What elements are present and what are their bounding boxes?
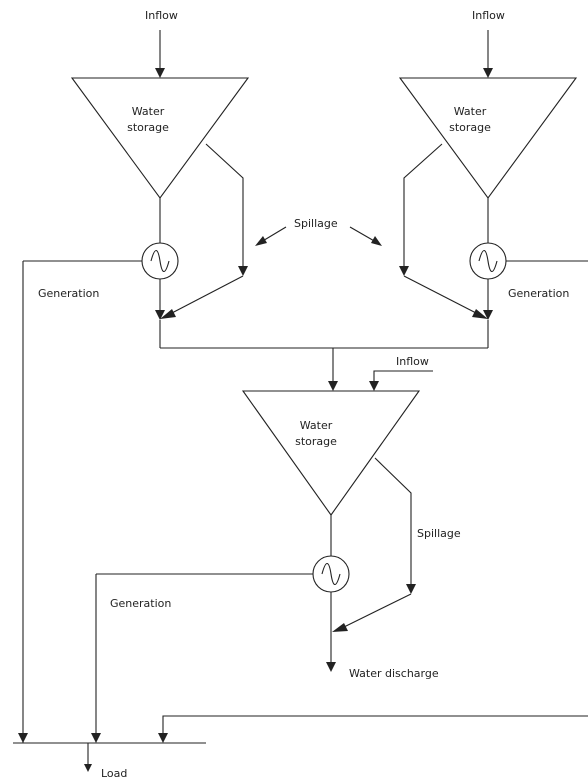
storage-bottom-label: Water storage (284, 418, 348, 450)
inflow-bottom-label: Inflow (396, 355, 429, 368)
water-discharge-arrowhead (326, 662, 336, 672)
inflow-left-arrowhead (155, 68, 165, 78)
merge-to-bottom-arrowhead (328, 381, 338, 391)
inflow-right-label: Inflow (472, 9, 505, 22)
storage-bottom-line2: storage (295, 435, 337, 448)
generator-right-out-arrowhead (483, 310, 493, 320)
generator-right-wave (478, 249, 498, 273)
inflow-bottom-path (373, 370, 433, 382)
spillage-pointer-right (349, 226, 377, 243)
storage-left-label: Water storage (116, 104, 180, 136)
spill-left-join-arrowhead (160, 309, 176, 319)
storage-right-label: Water storage (438, 104, 502, 136)
generation-right-label: Generation (508, 287, 570, 300)
generation-right-return-arrowhead (158, 733, 168, 743)
generator-left-out-arrowhead (155, 310, 165, 320)
spill-bottom-path (374, 457, 412, 585)
storage-right-triangle (398, 77, 578, 199)
storage-left-triangle (70, 77, 250, 199)
spillage-pointer-left (260, 226, 287, 243)
spillage-pointer-right-arrowhead (371, 236, 382, 246)
spill-bottom-down-arrowhead (406, 584, 416, 594)
generation-left-arrowhead (18, 733, 28, 743)
storage-bottom-triangle (241, 390, 421, 516)
storage-right-line1: Water (453, 105, 487, 118)
spillage-pointer-left-arrowhead (255, 236, 267, 246)
inflow-bottom-arrowhead (369, 381, 379, 391)
load-arrowhead (84, 764, 92, 772)
storage-bottom-line1: Water (299, 419, 333, 432)
spillage-bottom-label: Spillage (417, 527, 461, 540)
spill-left-down-arrowhead (238, 266, 248, 276)
generation-left-label: Generation (38, 287, 100, 300)
load-label: Load (101, 767, 128, 780)
storage-left-line1: Water (131, 105, 165, 118)
spill-bottom-join (341, 593, 412, 629)
storage-right-line2: storage (449, 121, 491, 134)
spill-left-path (205, 143, 244, 268)
inflow-right-arrowhead (483, 68, 493, 78)
generator-bottom-wave (321, 562, 341, 586)
spill-left-join (169, 275, 244, 315)
spill-right-down-arrowhead (399, 266, 409, 276)
water-discharge-label: Water discharge (349, 667, 439, 680)
inflow-left-label: Inflow (145, 9, 178, 22)
spill-bottom-join-arrowhead (332, 623, 348, 632)
generation-bottom-label: Generation (110, 597, 172, 610)
spill-right-join (403, 275, 479, 315)
generation-right-return (162, 715, 588, 734)
storage-left-line2: storage (127, 121, 169, 134)
generator-left-wave (150, 249, 170, 273)
spill-right-path (403, 143, 443, 268)
spill-right-join-arrowhead (472, 309, 488, 319)
spillage-top-label: Spillage (294, 217, 338, 230)
generation-bottom-arrowhead (91, 733, 101, 743)
